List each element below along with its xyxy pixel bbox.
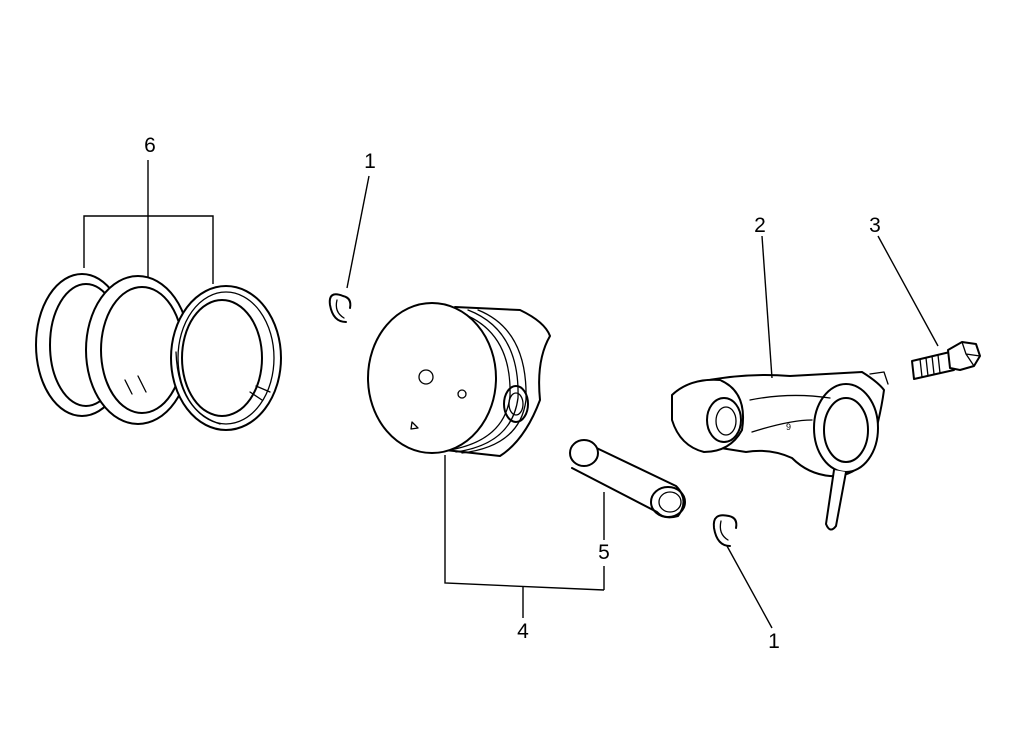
connecting-rod-icon: 9 (671, 371, 889, 531)
circlip-icon (712, 514, 738, 547)
callout-circlip-lower: 1 (768, 630, 780, 653)
ring-oil (170, 285, 282, 431)
callout-con-rod: 2 (754, 214, 766, 237)
callout-pin: 5 (598, 541, 610, 564)
piston-pin-icon (569, 439, 686, 519)
bolt-icon (911, 341, 981, 380)
callout-ring-set: 6 (144, 134, 156, 157)
ring-second (85, 275, 191, 425)
piston-icon (367, 302, 551, 457)
circlip-icon (328, 293, 352, 323)
piston-rings-icon (35, 160, 282, 431)
svg-text:9: 9 (786, 422, 791, 432)
callout-bolt: 3 (869, 214, 881, 237)
callout-piston: 4 (517, 620, 529, 643)
callout-circlip-upper: 1 (364, 150, 376, 173)
